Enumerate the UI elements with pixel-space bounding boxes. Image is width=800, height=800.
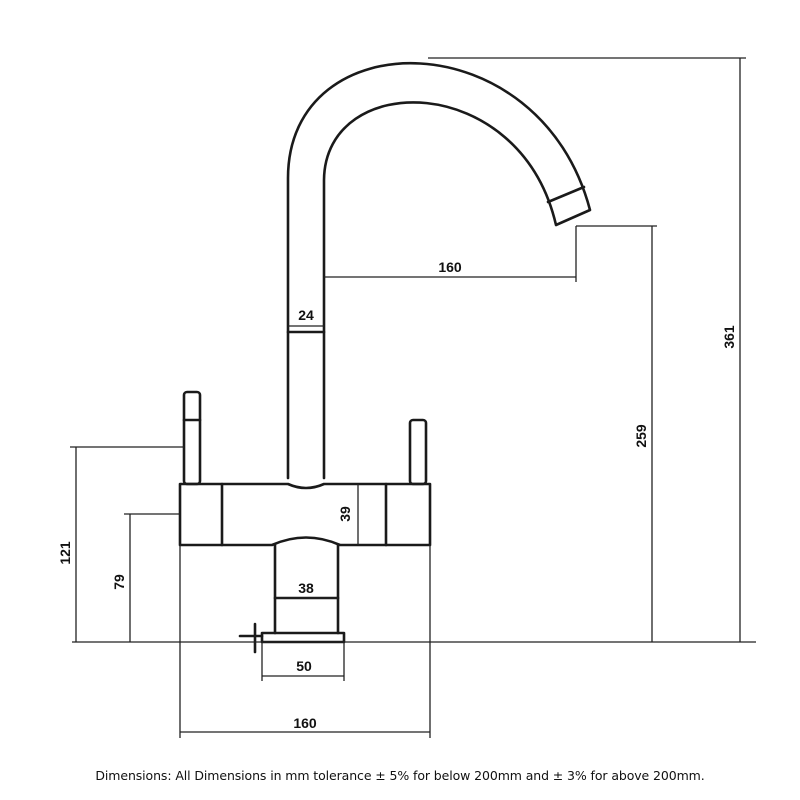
tolerance-footnote: Dimensions: All Dimensions in mm toleran… — [95, 768, 705, 783]
dimension-lines — [70, 57, 746, 738]
dim-label-body-height: 79 — [111, 574, 127, 590]
dim-label-total-height: 361 — [721, 325, 737, 349]
left-lever-handle — [182, 390, 202, 486]
base-plate — [260, 631, 346, 644]
dim-label-spout-width: 24 — [298, 307, 314, 323]
tap-body — [178, 482, 432, 547]
dim-label-overall-width: 160 — [293, 715, 317, 731]
dim-label-stem-width: 38 — [298, 580, 314, 596]
dim-label-spout-reach: 160 — [438, 259, 462, 275]
dim-label-outlet-height: 259 — [633, 424, 649, 448]
dim-label-handle-height: 121 — [57, 541, 73, 565]
dimension-labels: 160 24 361 259 121 79 39 38 50 160 — [57, 259, 737, 731]
dim-label-base-width: 50 — [296, 658, 312, 674]
spout-tip-band — [546, 185, 586, 204]
spout — [286, 61, 592, 480]
dim-label-body-depth: 39 — [337, 506, 353, 522]
tap-outline — [72, 61, 756, 654]
right-lever-handle — [408, 418, 428, 486]
